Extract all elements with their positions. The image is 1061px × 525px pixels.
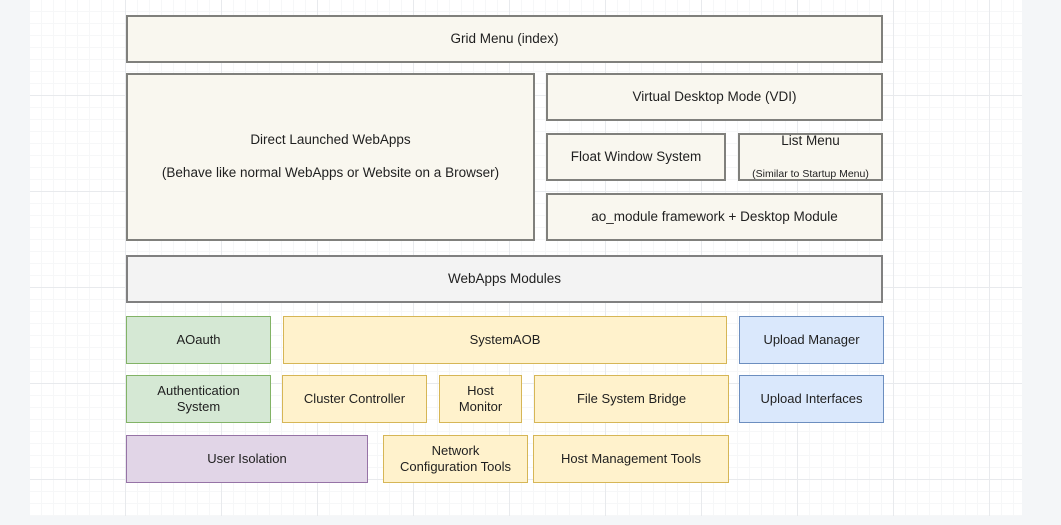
node-file-system-bridge[interactable]: File System Bridge — [534, 375, 729, 423]
node-cluster-controller-label: Cluster Controller — [304, 391, 405, 407]
node-system-aob-label: SystemAOB — [470, 332, 541, 348]
node-cluster-controller[interactable]: Cluster Controller — [282, 375, 427, 423]
node-authentication-system-label: Authentication System — [157, 383, 239, 416]
node-webapps-modules-label: WebApps Modules — [448, 271, 561, 288]
node-direct-launched-webapps-description: (Behave like normal WebApps or Website o… — [162, 165, 499, 182]
node-direct-launched-webapps[interactable]: Direct Launched WebApps (Behave like nor… — [126, 73, 535, 241]
node-float-window-system[interactable]: Float Window System — [546, 133, 726, 181]
node-list-menu[interactable]: List Menu (Similar to Startup Menu) — [738, 133, 883, 181]
node-user-isolation[interactable]: User Isolation — [126, 435, 368, 483]
node-host-management-tools-label: Host Management Tools — [561, 451, 701, 467]
node-webapps-modules[interactable]: WebApps Modules — [126, 255, 883, 303]
node-authentication-system[interactable]: Authentication System — [126, 375, 271, 423]
node-list-menu-description: (Similar to Startup Menu) — [752, 168, 869, 181]
node-file-system-bridge-label: File System Bridge — [577, 391, 686, 407]
node-virtual-desktop-mode[interactable]: Virtual Desktop Mode (VDI) — [546, 73, 883, 121]
node-upload-manager[interactable]: Upload Manager — [739, 316, 884, 364]
node-ao-module-framework[interactable]: ao_module framework + Desktop Module — [546, 193, 883, 241]
node-host-management-tools[interactable]: Host Management Tools — [533, 435, 729, 483]
node-aoauth-label: AOauth — [176, 332, 220, 348]
canvas-left-gutter — [0, 0, 30, 525]
node-host-monitor-label: Host Monitor — [459, 383, 502, 416]
node-list-menu-label: List Menu — [752, 133, 869, 150]
node-grid-menu-label: Grid Menu (index) — [450, 31, 558, 48]
node-user-isolation-label: User Isolation — [207, 451, 286, 467]
node-system-aob[interactable]: SystemAOB — [283, 316, 727, 364]
node-virtual-desktop-mode-label: Virtual Desktop Mode (VDI) — [632, 89, 796, 106]
node-aoauth[interactable]: AOauth — [126, 316, 271, 364]
node-grid-menu[interactable]: Grid Menu (index) — [126, 15, 883, 63]
diagram-canvas[interactable]: Grid Menu (index) Direct Launched WebApp… — [30, 0, 1022, 516]
node-upload-interfaces[interactable]: Upload Interfaces — [739, 375, 884, 423]
node-direct-launched-webapps-label: Direct Launched WebApps — [162, 132, 499, 149]
canvas-right-gutter — [1022, 0, 1061, 525]
node-network-configuration-tools-label: Network Configuration Tools — [400, 443, 511, 476]
node-host-monitor[interactable]: Host Monitor — [439, 375, 522, 423]
node-upload-manager-label: Upload Manager — [763, 332, 859, 348]
node-ao-module-framework-label: ao_module framework + Desktop Module — [591, 209, 838, 226]
node-float-window-system-label: Float Window System — [571, 149, 702, 166]
canvas-bottom-gutter — [0, 516, 1061, 525]
node-upload-interfaces-label: Upload Interfaces — [761, 391, 863, 407]
node-network-configuration-tools[interactable]: Network Configuration Tools — [383, 435, 528, 483]
